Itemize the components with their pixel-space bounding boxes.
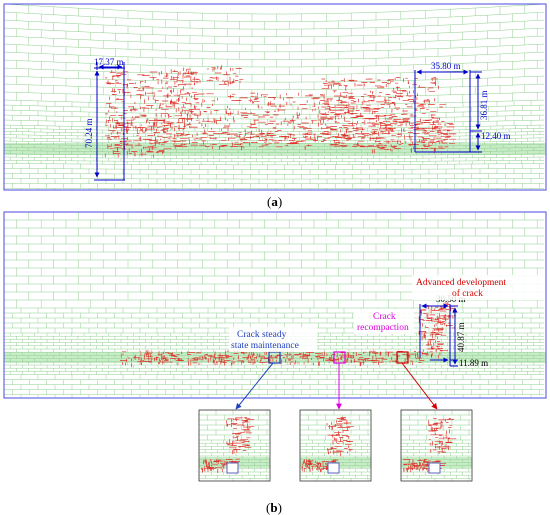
inset-steady-state — [198, 409, 271, 482]
panel-a: 17.37 m 70.24 m 35.80 m 36.81 m 12.40 m — [3, 3, 547, 191]
panel-a-frame — [3, 3, 547, 191]
panel-b-label: (b) — [266, 500, 282, 515]
dim-left-height: 70.24 m — [84, 118, 94, 148]
panel-a-left-dimensions — [94, 62, 125, 181]
dim-b-base-width: 11.89 m — [459, 358, 488, 368]
advanced-annotation-line1: Advanced development — [416, 278, 506, 288]
dim-top-right-width: 35.80 m — [431, 61, 461, 71]
inset-recompaction — [299, 409, 372, 482]
panel-a-label: (a) — [267, 194, 282, 209]
panel-b: 30.50 m 40.87 m 11.89 m Crack steady sta… — [3, 211, 547, 410]
dim-right-height-lower: 12.40 m — [481, 131, 511, 141]
panel-b-dimensions — [419, 303, 458, 367]
panel-b-crack-field — [120, 302, 457, 368]
advanced-annotation-line2: of crack — [452, 288, 483, 299]
panel-b-frame — [3, 211, 547, 399]
steady-annotation-line2: state maintenance — [231, 341, 299, 351]
steady-leader-arrow — [235, 362, 274, 410]
panel-a-crack-field — [104, 65, 457, 158]
dim-b-height: 40.87 m — [456, 322, 466, 352]
panel-a-right-dimensions — [414, 69, 482, 153]
dim-right-height-upper: 36.81 m — [479, 90, 489, 120]
recompaction-annotation-line1: Crack — [373, 312, 396, 322]
panel-b-block-grid — [4, 212, 546, 398]
panel-a-block-grid — [4, 4, 546, 190]
recompaction-annotation-line2: recompaction — [357, 323, 409, 333]
steady-annotation-line1: Crack steady — [237, 330, 287, 340]
dim-top-left-width: 17.37 m — [94, 57, 124, 67]
inset-advanced-development — [400, 409, 473, 482]
advanced-leader-arrow — [401, 362, 438, 410]
